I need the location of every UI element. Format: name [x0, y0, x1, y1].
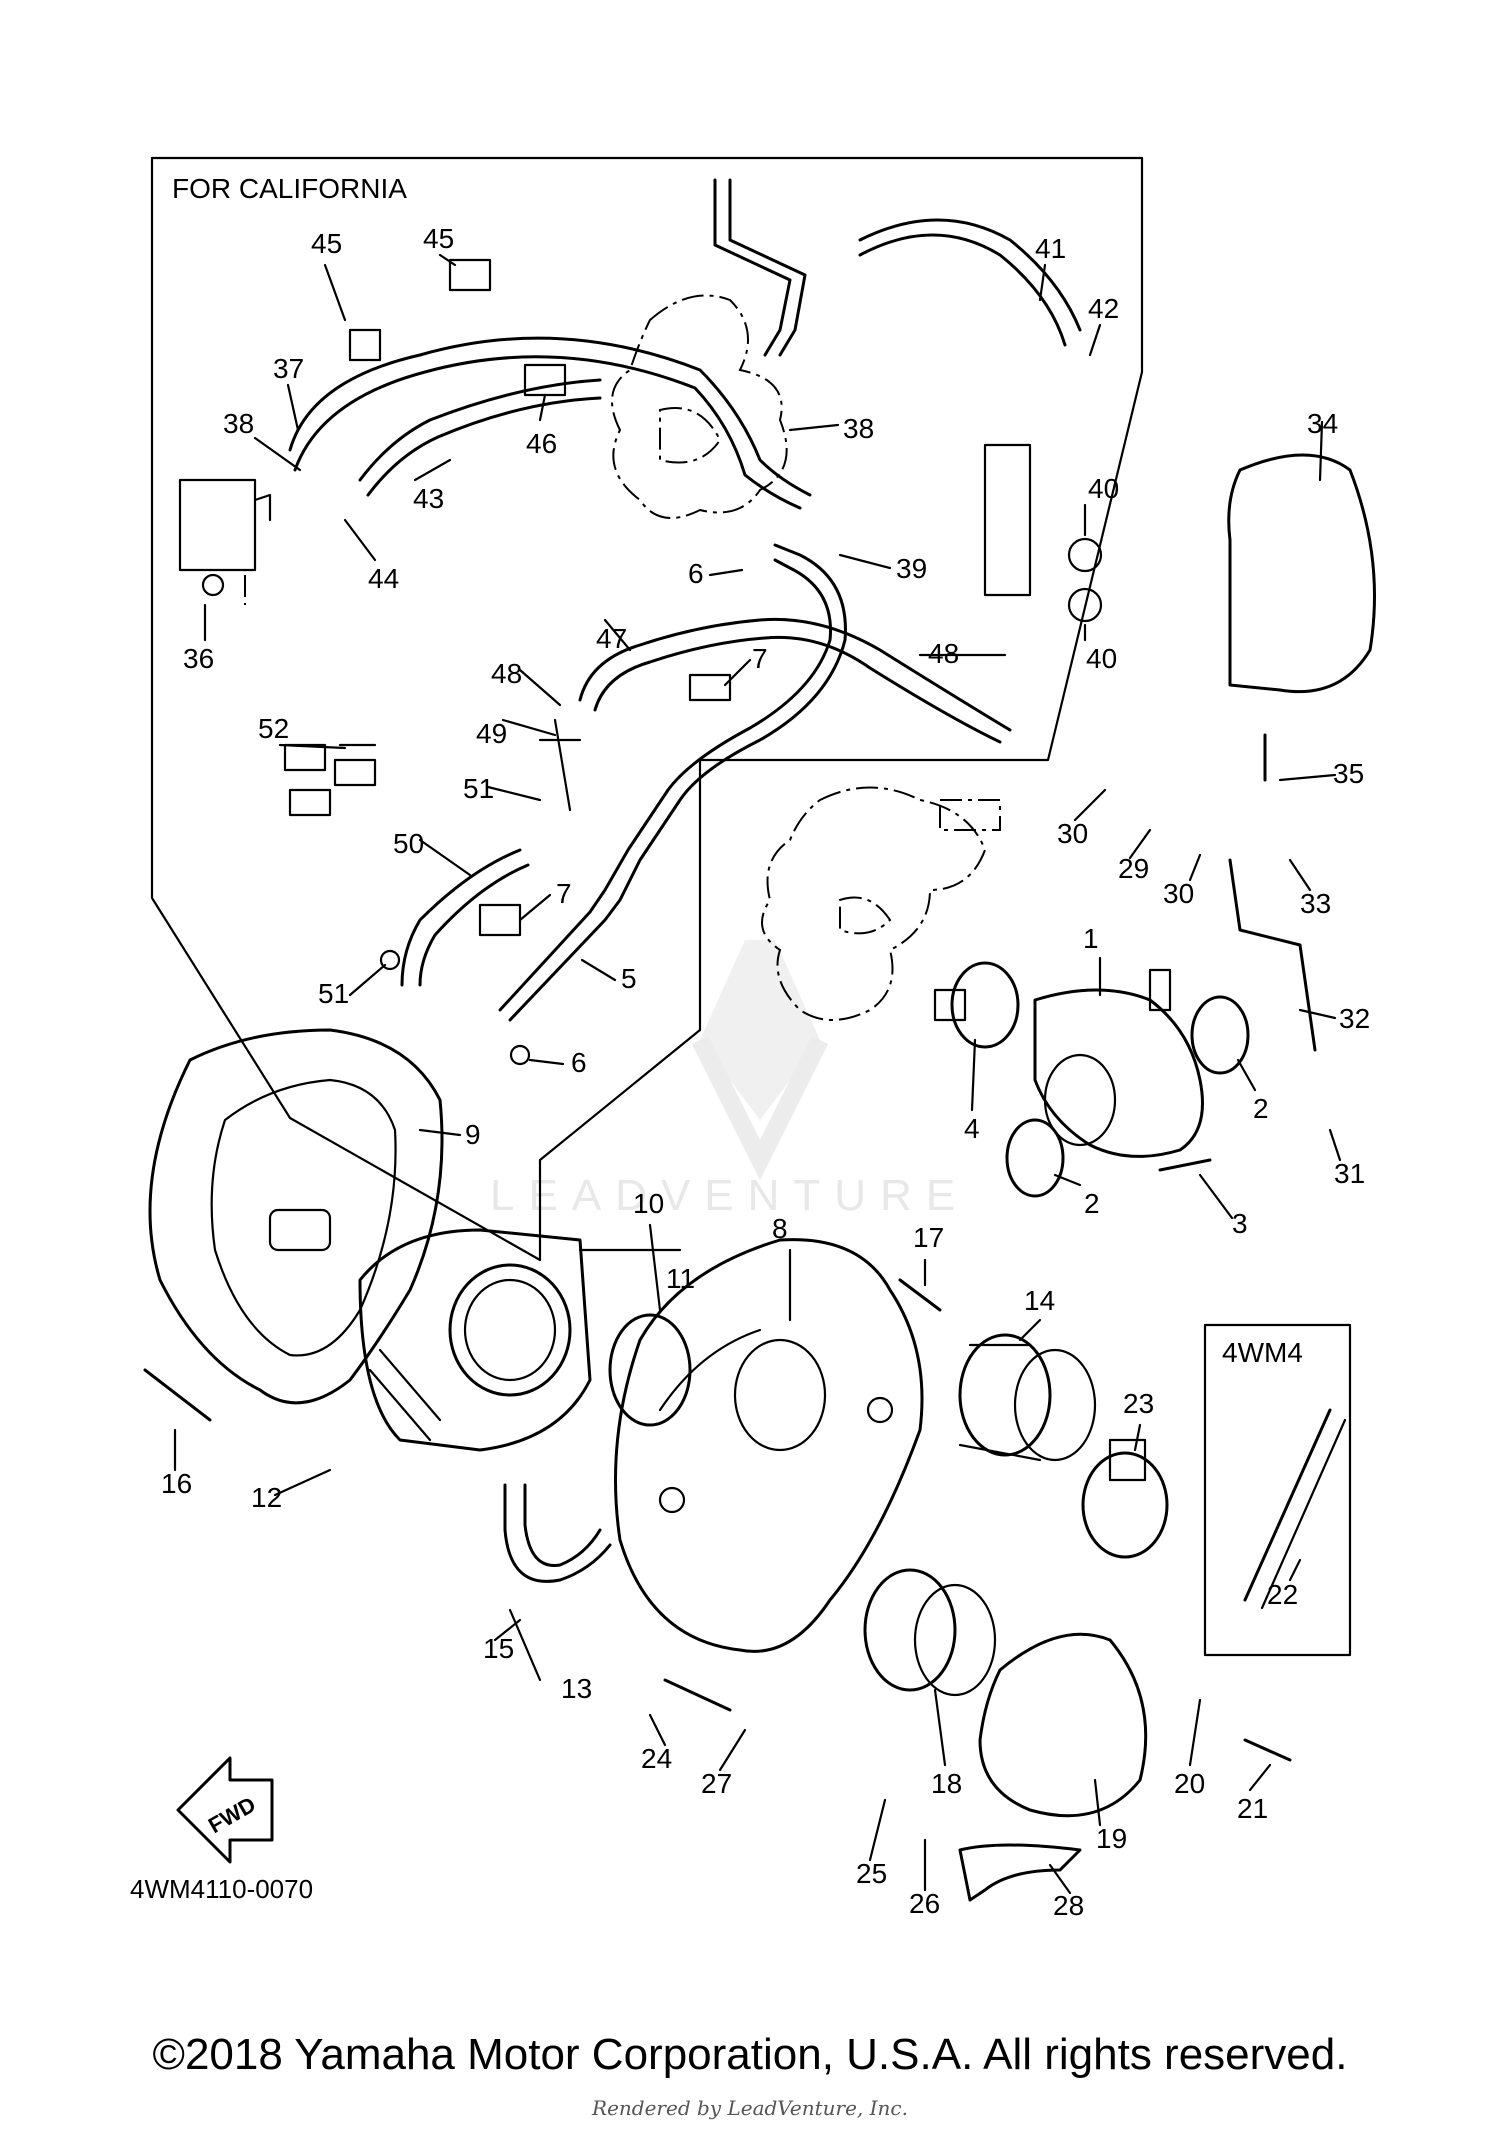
bolts	[143, 733, 1292, 1762]
callout: 32	[1339, 1003, 1370, 1034]
variant-label: 4WM4	[1222, 1337, 1303, 1368]
callout: 37	[273, 353, 304, 384]
callout: 48	[491, 658, 522, 689]
air-filter-case	[614, 1238, 924, 1653]
callout: 51	[318, 978, 349, 1009]
callout: 22	[1267, 1579, 1298, 1610]
california-label: FOR CALIFORNIA	[172, 173, 407, 204]
watermark-text: LEADVENTURE	[490, 1171, 969, 1220]
callout: 41	[1035, 233, 1066, 264]
bracket	[958, 1843, 1082, 1902]
callout: 12	[251, 1482, 282, 1513]
callout: 51	[463, 773, 494, 804]
forward-arrow: FWD	[176, 1756, 274, 1864]
drain-hose	[503, 1483, 612, 1583]
callout: 31	[1334, 1158, 1365, 1189]
callout: 23	[1123, 1388, 1154, 1419]
callout: 52	[258, 713, 289, 744]
variant-box: 4WM4	[1203, 1323, 1352, 1657]
o-rings	[1005, 995, 1250, 1198]
callout: 13	[561, 1673, 592, 1704]
callout: 30	[1163, 878, 1194, 909]
callout: 39	[896, 553, 927, 584]
callout: 8	[772, 1213, 788, 1244]
callout: 30	[1057, 818, 1088, 849]
callout: 6	[571, 1047, 587, 1078]
callout: 36	[183, 643, 214, 674]
callouts: 1 2 2 3 4 5 6 6 7 7 8 9 10 11 12 13 14 1…	[161, 223, 1370, 1921]
callout: 2	[1253, 1093, 1269, 1124]
vacuum-pipe	[1228, 858, 1317, 1052]
cover-plate	[978, 1632, 1148, 1818]
callout: 40	[1088, 473, 1119, 504]
callout: 33	[1300, 888, 1331, 919]
callout: 3	[1232, 1208, 1248, 1239]
callout: 16	[161, 1468, 192, 1499]
callout: 19	[1096, 1823, 1127, 1854]
drawing-code: 4WM4110-0070	[130, 1874, 313, 1904]
clamp-4	[933, 961, 1020, 1049]
callout: 25	[856, 1858, 887, 1889]
carburetor-outline-top	[611, 294, 788, 519]
callout: 7	[752, 643, 768, 674]
callout: 18	[931, 1768, 962, 1799]
callout: 24	[641, 1743, 672, 1774]
callout: 11	[666, 1263, 695, 1294]
leader-lines	[173, 253, 1342, 1895]
callout: 4	[964, 1113, 980, 1144]
callout: 28	[1053, 1890, 1084, 1921]
callout: 9	[465, 1119, 481, 1150]
upper-small-parts	[178, 258, 1103, 1066]
watermark: LEADVENTURE	[490, 940, 969, 1220]
callout: 7	[556, 878, 572, 909]
hose-routing	[288, 178, 1082, 1022]
callout: 6	[688, 558, 704, 589]
callout: 17	[913, 1222, 944, 1253]
carburetor-outline-middle	[761, 786, 1001, 1021]
callout: 38	[223, 408, 254, 439]
california-frame: FOR CALIFORNIA	[150, 156, 1144, 1262]
air-filter-element	[358, 1228, 592, 1452]
copyright-text: ©2018 Yamaha Motor Corporation, U.S.A. A…	[152, 2030, 1348, 2079]
callout: 26	[909, 1888, 940, 1919]
rendered-by-text: Rendered by LeadVenture, Inc.	[592, 2096, 908, 2120]
callout: 44	[368, 563, 399, 594]
callout: 48	[928, 638, 959, 669]
callout: 1	[1083, 923, 1099, 954]
callout: 45	[311, 228, 342, 259]
callout: 35	[1333, 758, 1364, 789]
side-cover	[1227, 453, 1376, 694]
callout: 21	[1237, 1793, 1268, 1824]
o-ring	[608, 1313, 692, 1427]
callout: 45	[423, 223, 454, 254]
callout: 27	[701, 1768, 732, 1799]
callout: 5	[621, 963, 637, 994]
callout: 38	[843, 413, 874, 444]
callout: 50	[393, 828, 424, 859]
callout: 2	[1084, 1188, 1100, 1219]
callout: 43	[413, 483, 444, 514]
callout: 20	[1174, 1768, 1205, 1799]
hose-clamp	[1081, 1438, 1169, 1559]
fwd-label: FWD	[204, 1792, 260, 1839]
intake-manifold	[1033, 968, 1204, 1158]
callout: 46	[526, 428, 557, 459]
air-filter-cover	[148, 1028, 444, 1405]
callout: 40	[1086, 643, 1117, 674]
intake-joint	[958, 1333, 1097, 1462]
callout: 10	[633, 1188, 664, 1219]
callout: 14	[1024, 1285, 1055, 1316]
callout: 29	[1118, 853, 1149, 884]
intake-joint-lower	[863, 1568, 997, 1697]
callout: 49	[476, 718, 507, 749]
callout: 42	[1088, 293, 1119, 324]
